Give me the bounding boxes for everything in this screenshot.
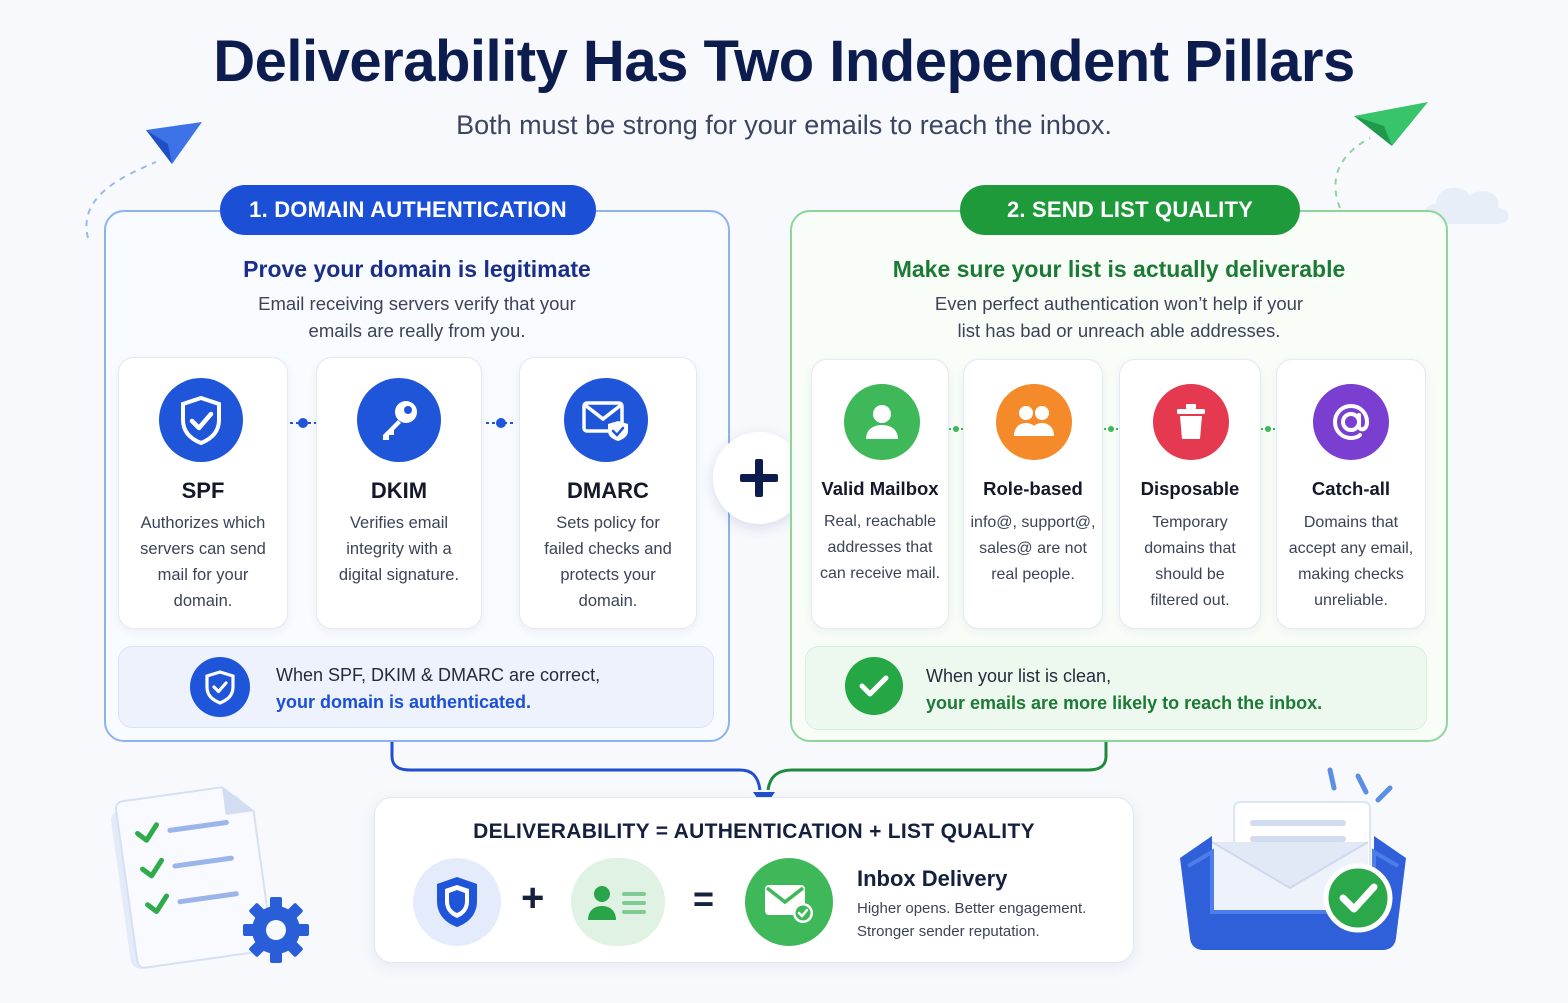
envelope-check-icon (745, 858, 833, 946)
card-title: SPF (181, 478, 225, 503)
check-circle-icon (845, 657, 903, 715)
pillar1-heading: Prove your domain is legitimate (243, 256, 591, 282)
paper-plane-left-icon (85, 122, 202, 239)
checklist-document-icon (111, 786, 309, 969)
connector-dots-icon (949, 426, 963, 432)
page-title: Deliverability Has Two Independent Pilla… (213, 29, 1355, 94)
plus-connector (713, 432, 805, 524)
card-title: Disposable (1140, 478, 1240, 499)
shield-icon (413, 858, 501, 946)
result-title: Inbox Delivery (857, 866, 1008, 891)
pillar1-note-line1: When SPF, DKIM & DMARC are correct, (276, 665, 601, 685)
shield-check-icon (159, 378, 243, 462)
connector-dots-icon (486, 418, 516, 428)
connector-dots-icon (1104, 426, 1118, 432)
pillar2-note-line2: your emails are more likely to reach the… (926, 693, 1323, 713)
formula-text: DELIVERABILITY = AUTHENTICATION + LIST Q… (473, 820, 1035, 843)
pillar1-desc-line2: emails are really from you. (308, 320, 526, 341)
inbox-tray-icon (1180, 767, 1406, 950)
pillar2-heading: Make sure your list is actually delivera… (892, 256, 1346, 282)
pillar1-desc-line1: Email receiving servers verify that your (258, 293, 576, 314)
card-role-based: Role-based info@, support@,sales@ are no… (963, 359, 1103, 629)
trash-icon (1153, 384, 1229, 460)
group-icon (996, 384, 1072, 460)
card-title: DMARC (567, 478, 649, 503)
at-sign-icon (1313, 384, 1389, 460)
pillar2-note (805, 646, 1427, 730)
page-subtitle: Both must be strong for your emails to r… (456, 110, 1112, 140)
connector-dots-icon (1261, 426, 1275, 432)
plus-sign: + (521, 876, 545, 920)
pillar1-badge: 1. DOMAIN AUTHENTICATION (220, 185, 596, 235)
deliverability-formula-box: DELIVERABILITY = AUTHENTICATION + LIST Q… (374, 797, 1134, 963)
pillar1-note-line2: your domain is authenticated. (276, 692, 532, 712)
gear-icon (243, 897, 309, 963)
pillar2-note-line1: When your list is clean, (926, 666, 1112, 686)
connector-dots-icon (290, 418, 316, 428)
card-title: Catch-all (1311, 478, 1391, 499)
plus-icon (740, 459, 778, 497)
card-title: DKIM (370, 478, 428, 503)
cloud-icon (1423, 187, 1509, 224)
contact-list-icon (571, 858, 665, 946)
envelope-shield-icon (564, 378, 648, 462)
paper-plane-right-icon (1334, 102, 1428, 209)
pillar2-desc-line1: Even perfect authentication won’t help i… (934, 293, 1304, 314)
card-title: Valid Mailbox (821, 478, 939, 499)
key-icon (357, 378, 441, 462)
equals-sign: = (693, 878, 715, 919)
shield-check-icon (190, 657, 250, 717)
card-title: Role-based (983, 478, 1083, 499)
pillar2-badge: 2. SEND LIST QUALITY (960, 185, 1300, 235)
pillar2-desc-line2: list has bad or unreach able addresses. (957, 320, 1281, 341)
user-icon (844, 384, 920, 460)
result-line2: Stronger sender reputation. (857, 923, 1040, 940)
result-line1: Higher opens. Better engagement. (857, 900, 1087, 917)
